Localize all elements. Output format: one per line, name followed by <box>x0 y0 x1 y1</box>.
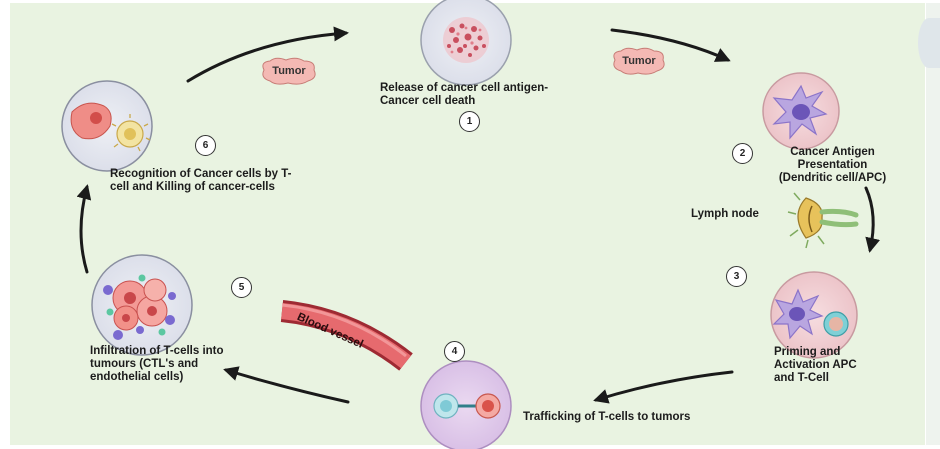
step-2-number: 2 <box>732 143 753 164</box>
priming-activation-illustration <box>770 271 858 359</box>
infiltration-illustration <box>91 254 193 356</box>
arrow-6-to-1 <box>186 26 349 83</box>
trafficking-illustration <box>420 360 512 449</box>
arrow-2-to-3 <box>864 186 880 253</box>
lymph-node-label: Lymph node <box>691 208 759 220</box>
step-1-number: 1 <box>459 111 480 132</box>
arrow-3-to-4 <box>593 370 734 404</box>
step-6-label: Recognition of Cancer cells by T-cell an… <box>110 168 292 193</box>
step-5-label: Infiltration of T-cells into tumours (CT… <box>90 345 224 383</box>
lymph-node-illustration <box>787 192 859 249</box>
step-2-label: Cancer Antigen Presentation (Dendritic c… <box>778 146 887 184</box>
recognition-killing-illustration <box>61 80 153 172</box>
tumor-label-left: Tumor <box>272 65 306 77</box>
arrow-1-to-2 <box>610 28 731 62</box>
step-3-number: 3 <box>726 266 747 287</box>
step-1-label: Release of cancer cell antigen- Cancer c… <box>380 82 549 107</box>
tumor-tag-right: Tumor <box>610 46 668 76</box>
step-4-label: Trafficking of T-cells to tumors <box>523 411 691 423</box>
blood-vessel-illustration <box>280 300 413 371</box>
side-strip <box>926 3 940 445</box>
arrow-5-to-6 <box>76 184 92 274</box>
tumor-label-right: Tumor <box>622 55 656 67</box>
corner-decoration <box>918 18 940 68</box>
step-3-label: Priming and Activation APC and T-Cell <box>774 346 857 384</box>
tumor-tag-left: Tumor <box>258 56 320 86</box>
dendritic-cell-illustration <box>762 72 840 150</box>
cancer-cell-death-illustration <box>420 0 512 86</box>
step-5-number: 5 <box>231 277 252 298</box>
step-4-number: 4 <box>444 341 465 362</box>
arrow-4-to-5 <box>223 366 350 404</box>
step-6-number: 6 <box>195 135 216 156</box>
cycle-arrows <box>76 26 880 404</box>
